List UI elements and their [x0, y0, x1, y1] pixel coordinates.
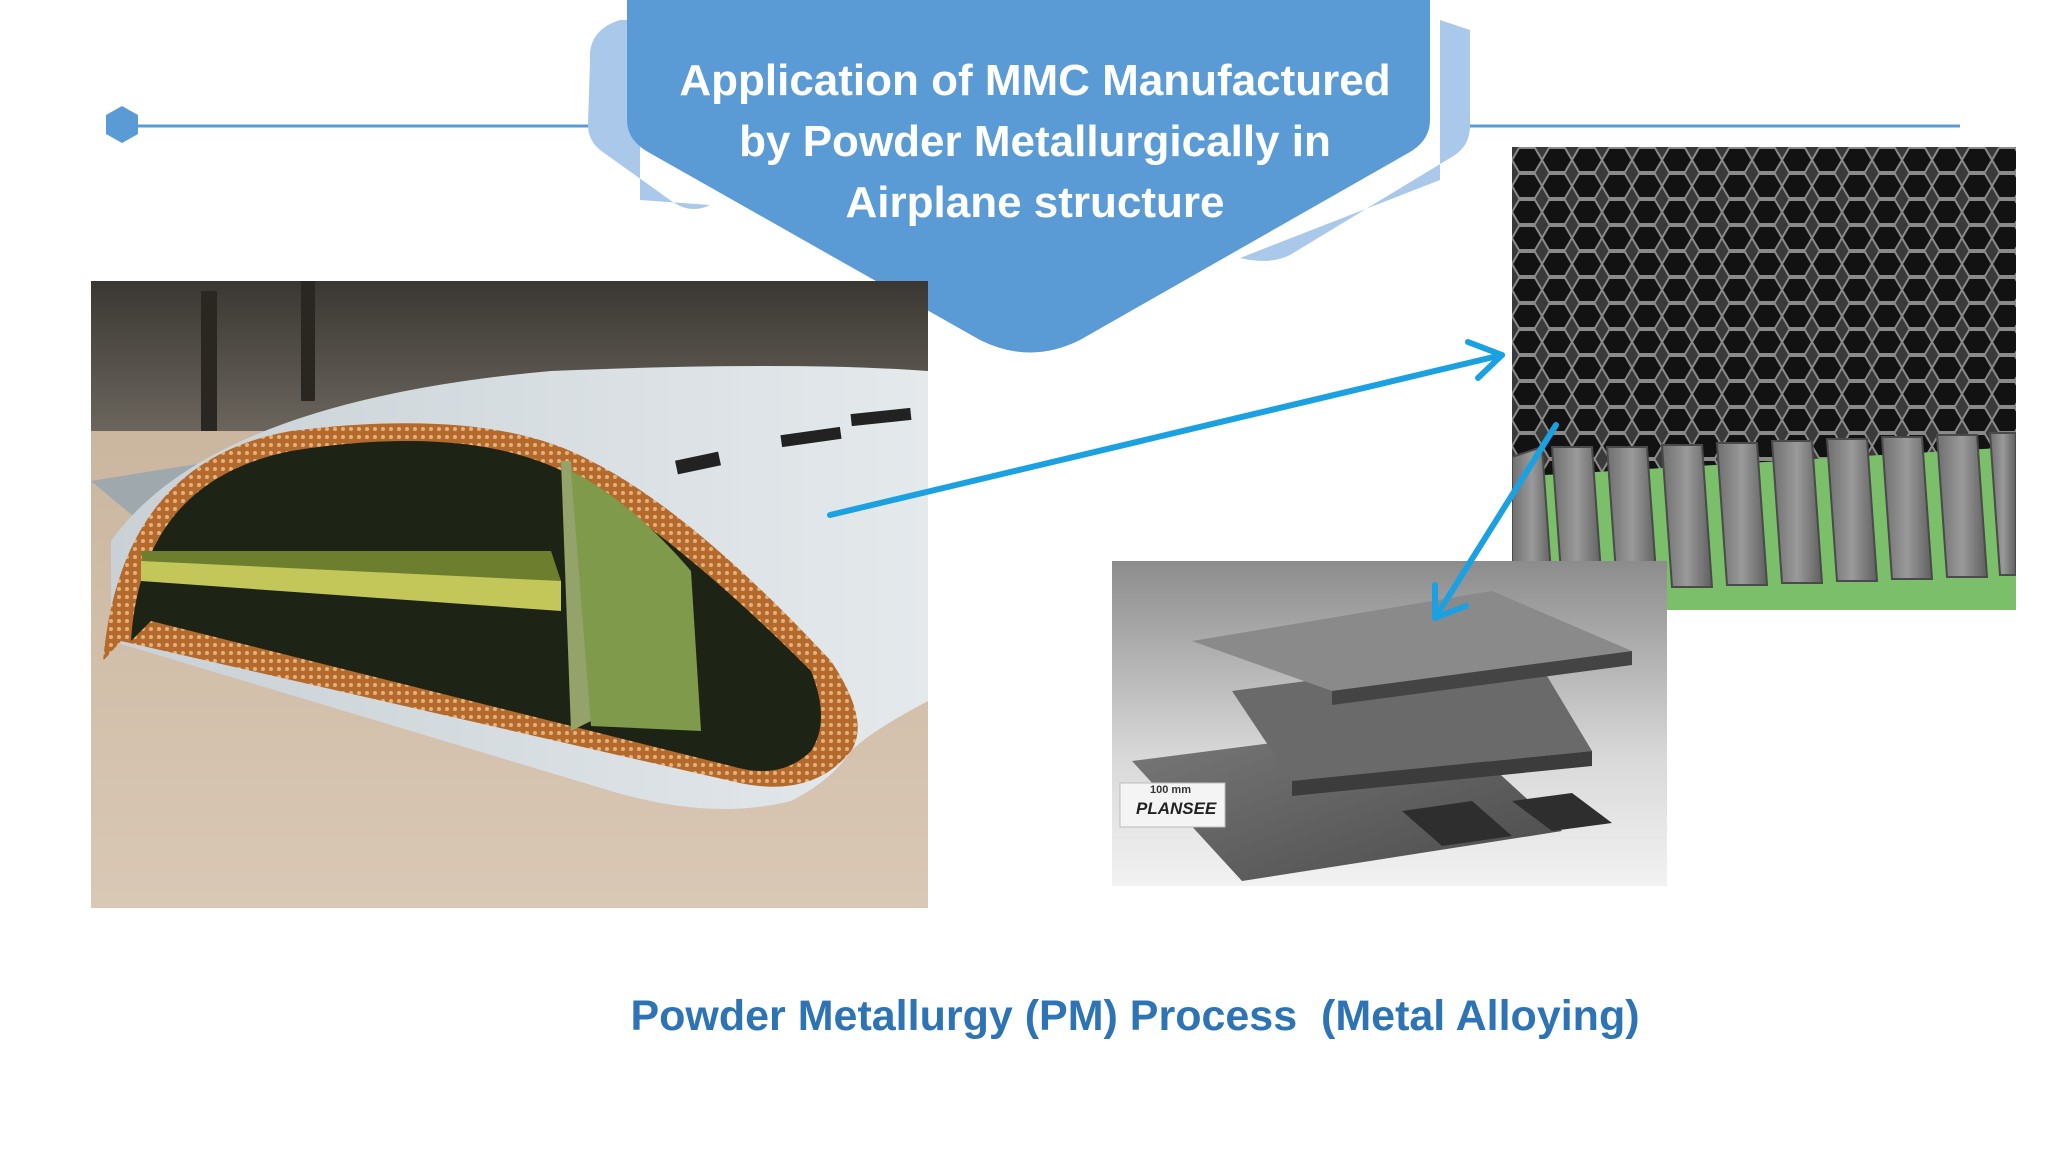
title-line-1: Application of MMC Manufactured — [679, 56, 1391, 105]
slide-caption: Powder Metallurgy (PM) Process (Metal Al… — [630, 992, 1640, 1040]
slide-title: Application of MMC Manufactured by Powde… — [640, 50, 1430, 233]
honeycomb-core-photo — [1512, 147, 2016, 610]
hexagon-bullet-icon — [106, 106, 138, 143]
panel-scale-label: 100 mm — [1150, 784, 1191, 796]
honeycomb-panels-photo: 100 mm PLANSEE — [1112, 561, 1667, 886]
plansee-logo-label: PLANSEE — [1136, 799, 1217, 818]
arrow-wing-to-honeycomb — [827, 352, 1505, 518]
title-line-3: Airplane structure — [845, 178, 1225, 227]
title-line-2: by Powder Metallurgically in — [739, 117, 1331, 166]
arrow-honeycomb-to-panels — [1432, 422, 1559, 621]
wing-cross-section-photo — [91, 281, 928, 908]
